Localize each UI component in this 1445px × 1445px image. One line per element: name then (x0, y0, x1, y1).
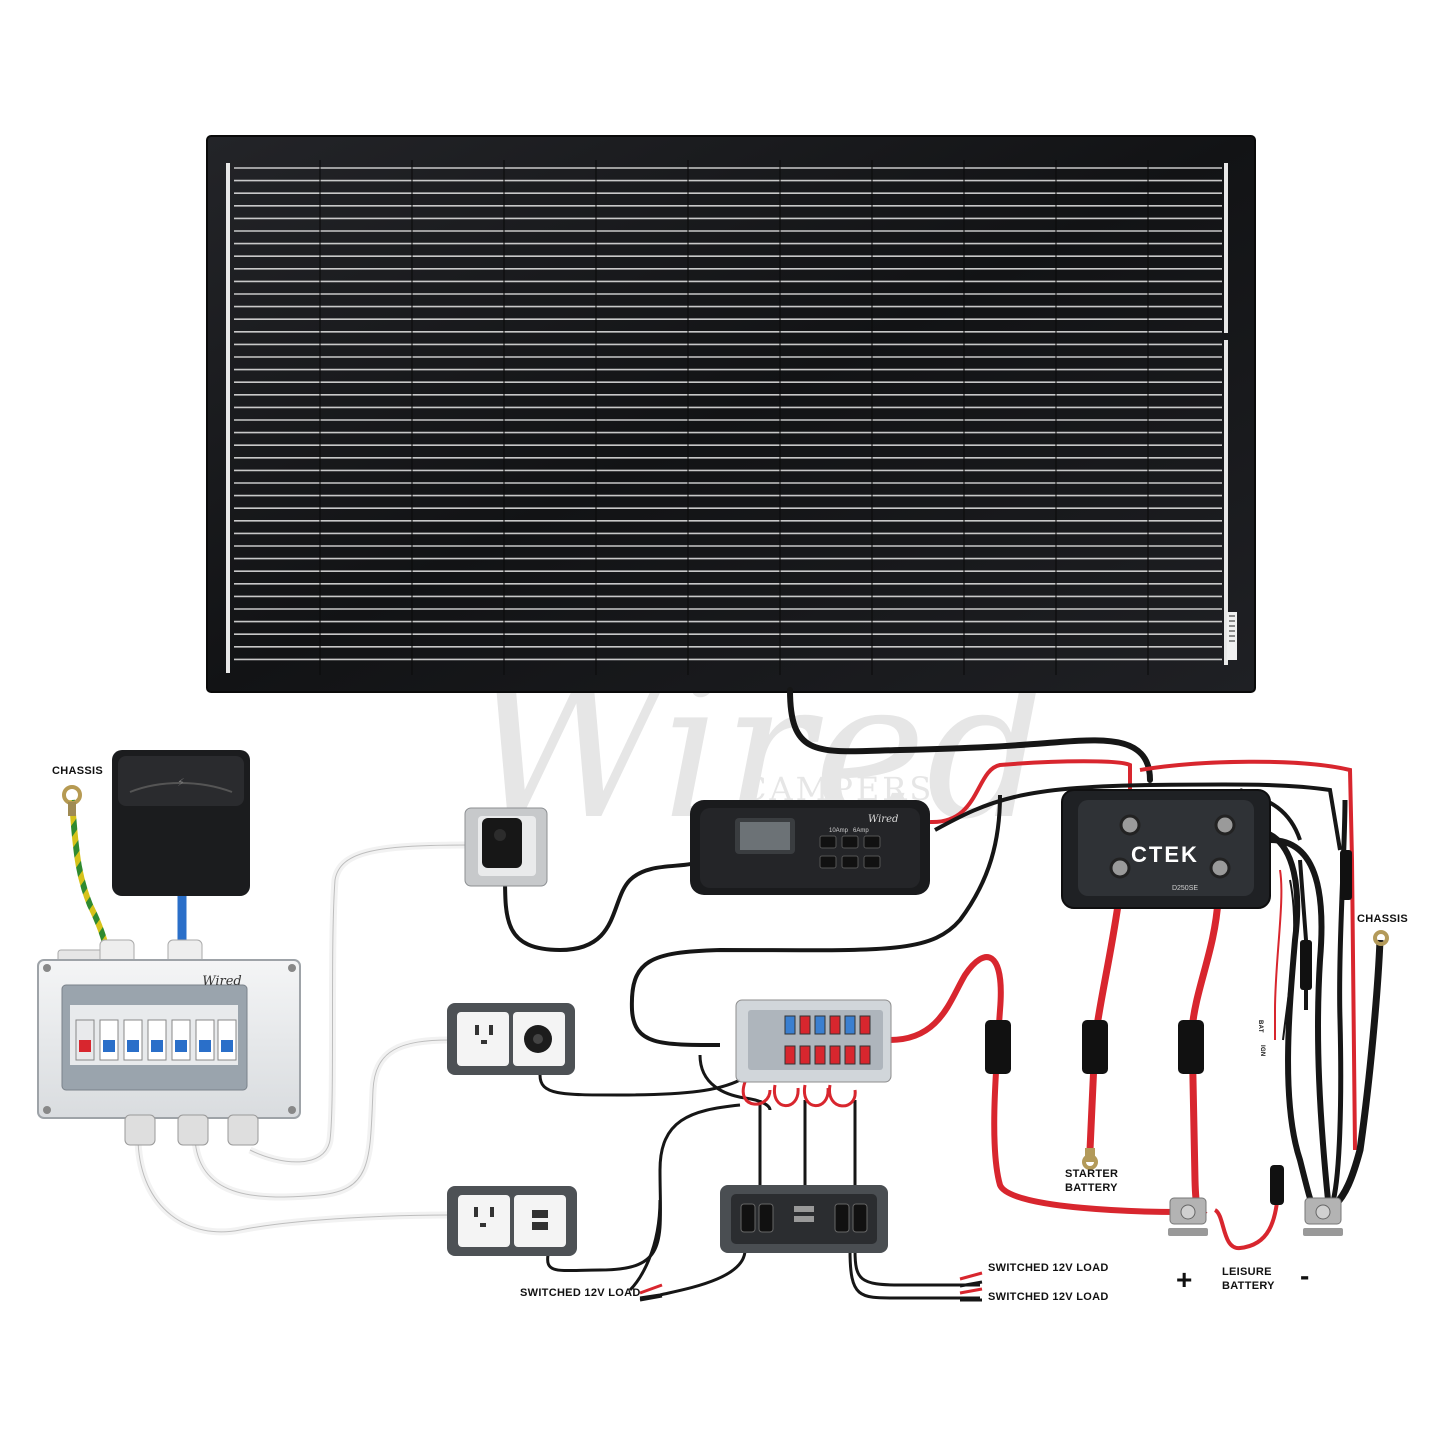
label-bat-wire: BAT (1257, 1020, 1263, 1033)
label-leisure-battery-1: LEISURE (1222, 1266, 1272, 1278)
label-leisure-battery-2: BATTERY (1222, 1280, 1275, 1292)
label-switched-load-bottom: SWITCHED 12V LOAD (520, 1287, 641, 1299)
label-chassis-right: CHASSIS (1357, 913, 1408, 925)
label-starter-battery-1: STARTER (1065, 1168, 1119, 1180)
load-tail-right-1 (959, 1271, 983, 1288)
ctek-model: D250SE (1172, 885, 1198, 892)
chassis-ring-terminal-left (62, 785, 82, 816)
mains-socket-charger-plug (464, 807, 548, 887)
label-switched-load-right-2: SWITCHED 12V LOAD (988, 1291, 1109, 1303)
ctek-d250se: CTEK D250SE (1061, 789, 1271, 909)
chassis-ring-terminal-right (1373, 930, 1389, 946)
positive-terminal-sign: + (1176, 1264, 1193, 1295)
leisure-battery-positive-clamp (1168, 1197, 1208, 1236)
inline-fuse-holders (985, 850, 1352, 1205)
mains-battery-charger: 10Amp 6Amp Wired (690, 800, 930, 895)
switch-panel (720, 1185, 888, 1253)
load-tail-right-2 (959, 1287, 983, 1302)
load-tail-bottom (639, 1283, 663, 1302)
label-switched-load-right-1: SWITCHED 12V LOAD (988, 1262, 1109, 1274)
charger-setting-10amp: 10Amp (829, 828, 849, 834)
label-starter-battery-2: BATTERY (1065, 1182, 1118, 1194)
blade-fuse-board (735, 999, 892, 1083)
charger-setting-6amp: 6Amp (853, 828, 869, 834)
mains-hookup-inlet: ⚡ (112, 750, 250, 896)
svg-text:⚡: ⚡ (177, 776, 185, 789)
label-ign-wire: IGN (1259, 1045, 1265, 1057)
starter-battery-ring-terminal (1082, 1148, 1098, 1170)
uk-socket-with-12v (447, 1003, 575, 1075)
negative-terminal-sign: - (1300, 1260, 1310, 1291)
charger-brand: Wired (868, 814, 898, 825)
ctek-logo: CTEK (1131, 842, 1199, 867)
solar-panel (206, 135, 1256, 693)
leisure-battery-negative-clamp (1303, 1197, 1343, 1236)
consumer-unit-brand: Wired (202, 974, 242, 989)
label-chassis-left: CHASSIS (52, 765, 103, 777)
uk-socket-with-usb (447, 1186, 577, 1256)
consumer-unit: Wired (37, 939, 301, 1146)
